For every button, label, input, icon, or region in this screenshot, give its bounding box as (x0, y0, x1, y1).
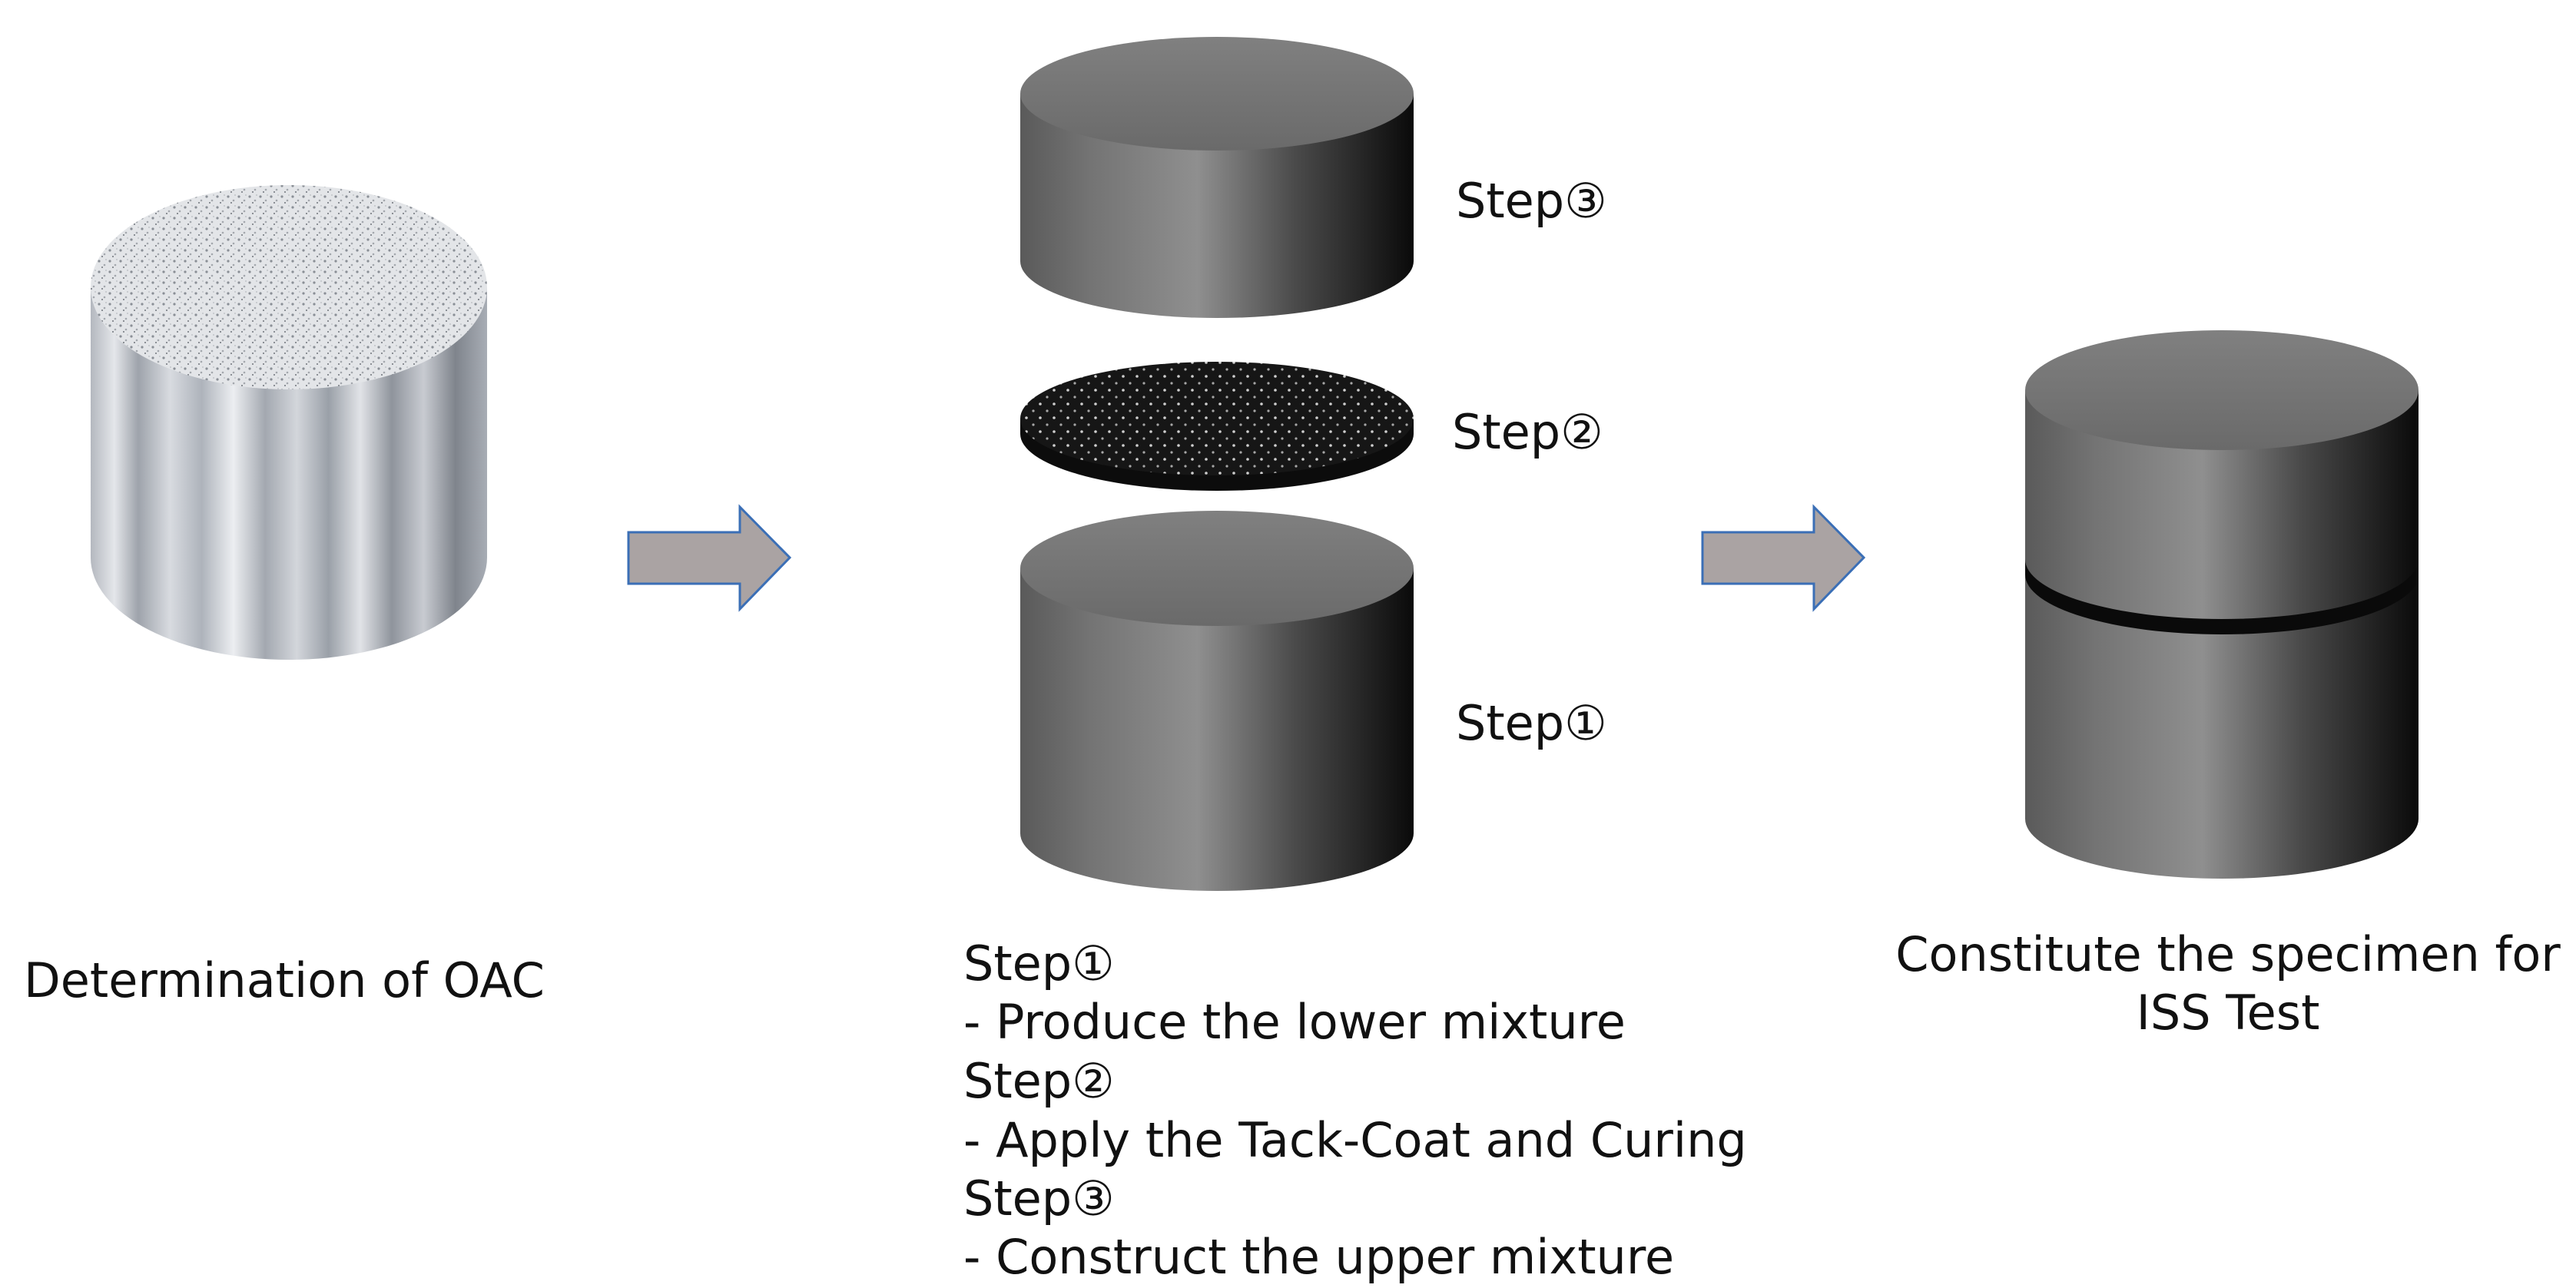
oac-specimen (91, 185, 487, 660)
step2-label: Step② (1452, 404, 1603, 460)
step3-label: Step③ (1456, 173, 1607, 229)
iss-caption-line1: Constitute the specimen for (1895, 926, 2561, 982)
oac-specimen-side (91, 287, 487, 660)
upper-mixture-cylinder (1020, 37, 1414, 318)
description-line: Step② (963, 1053, 1115, 1109)
oac-caption: Determination of OAC (24, 952, 545, 1008)
description-line: Step① (963, 935, 1115, 992)
lower-mixture-side (1020, 568, 1414, 891)
lower-mixture-cylinder (1020, 511, 1414, 891)
upper-mixture-side (1020, 94, 1414, 318)
interface-band (2025, 559, 2419, 634)
step1-label: Step① (1456, 695, 1607, 751)
description-line: - Construct the upper mixture (963, 1229, 1674, 1285)
oac-specimen-top (91, 185, 487, 389)
description-line: Step③ (963, 1170, 1115, 1227)
arrow-icon (627, 504, 792, 612)
description-line: - Produce the lower mixture (963, 994, 1626, 1050)
upper-mixture-top (1020, 37, 1414, 151)
description-line: - Apply the Tack-Coat and Curing (963, 1112, 1747, 1168)
arrow-icon (1701, 504, 1866, 612)
step-description: Step① - Produce the lower mixture Step② … (963, 935, 1747, 1285)
tack-coat-top (1020, 362, 1414, 475)
iss-specimen (2025, 330, 2419, 879)
iss-specimen-top (2025, 330, 2419, 450)
tack-coat-layer (1020, 362, 1414, 491)
lower-mixture-top (1020, 511, 1414, 626)
iss-caption-line2: ISS Test (2137, 985, 2320, 1041)
